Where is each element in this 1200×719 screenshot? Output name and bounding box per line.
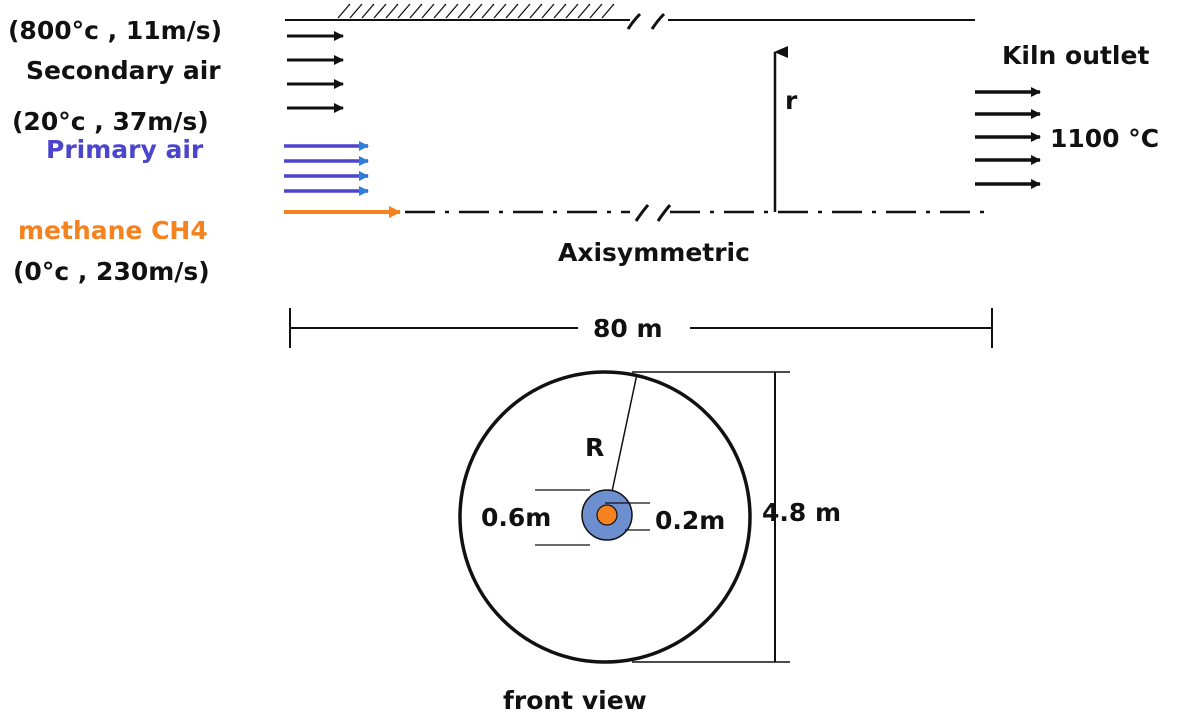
kiln-outlet-label: Kiln outlet: [1002, 41, 1150, 70]
kiln-diameter-label: 4.8 m: [762, 498, 842, 527]
primary-air-arrows: [284, 141, 369, 196]
secondary-air-arrows: [287, 31, 344, 113]
outlet-arrows: [975, 87, 1041, 189]
length-label: 80 m: [593, 314, 663, 343]
length-dimension: [289, 308, 993, 348]
methane-core: [596, 504, 618, 526]
front-view: [458, 370, 790, 664]
primary-air-label: Primary air: [46, 135, 204, 164]
methane-label: methane CH4: [18, 216, 208, 245]
outlet-temperature-label: 1100 °C: [1050, 124, 1160, 153]
secondary-air-conditions: (800°c , 11m/s): [8, 16, 223, 45]
kiln-shell-circle: [458, 370, 752, 664]
axis-line: [405, 204, 985, 222]
inner-diameter-label: 0.6m: [481, 503, 552, 532]
fuel-diameter-label: 0.2m: [655, 506, 726, 535]
front-view-label: front view: [503, 686, 647, 715]
wall-hatching: [337, 3, 615, 19]
radius-r-label: r: [785, 86, 798, 115]
top-wall-break-symbol: [626, 12, 666, 30]
axisymmetric-label: Axisymmetric: [558, 238, 750, 267]
axis-break-symbol: [634, 204, 672, 222]
primary-air-conditions: (20°c , 37m/s): [12, 107, 209, 136]
methane-conditions: (0°c , 230m/s): [13, 257, 210, 286]
radius-R-label: R: [585, 433, 605, 462]
secondary-air-label: Secondary air: [26, 56, 221, 85]
kiln-top-wall: [285, 3, 975, 30]
